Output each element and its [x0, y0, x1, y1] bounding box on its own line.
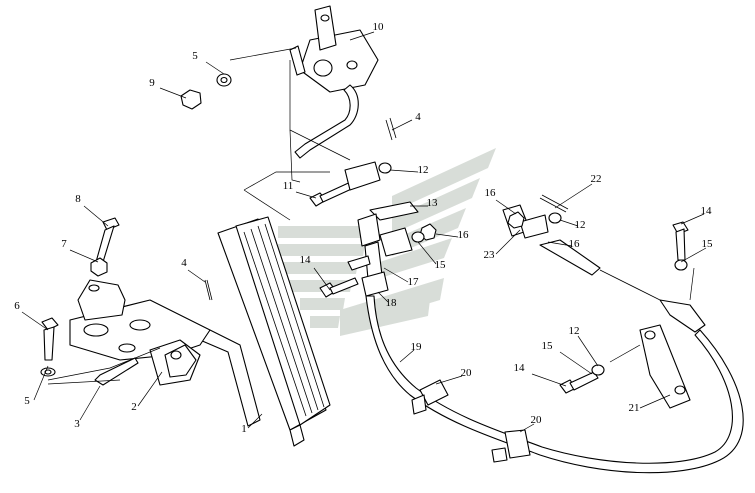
- callout-c18: 18: [386, 297, 398, 309]
- washer-5-top: [216, 73, 232, 87]
- callout-c2: 2: [131, 401, 137, 413]
- cotter-pin-22: [539, 194, 569, 213]
- callout-c4b: 4: [415, 111, 421, 123]
- leader-lines: [21, 31, 707, 433]
- callout-c14a: 14: [300, 254, 312, 266]
- callout-c16a: 16: [458, 229, 470, 241]
- washer-15-mid: [411, 231, 425, 243]
- callout-c14b: 14: [701, 205, 713, 217]
- callout-c1: 1: [241, 423, 247, 435]
- callout-c19: 19: [411, 341, 423, 353]
- cable-end-bracket-21: [639, 324, 691, 409]
- callout-c7: 7: [61, 238, 67, 250]
- pedal-sensor-10: [289, 5, 379, 93]
- pedal-rod: [294, 84, 359, 159]
- accelerator-cable-19: [365, 295, 744, 474]
- bolt-14-right: [672, 221, 689, 261]
- callout-c4a: 4: [181, 257, 187, 269]
- bolt-14-lower: [559, 371, 599, 394]
- callout-c23: 23: [484, 249, 496, 261]
- callout-c20a: 20: [461, 367, 473, 379]
- callout-labels: 1234455678910111212121314141415151516161…: [14, 21, 713, 435]
- callout-c12c: 12: [569, 325, 580, 337]
- nut-16-right: [507, 211, 525, 229]
- callout-c13: 13: [427, 197, 439, 209]
- nut-7: [90, 257, 108, 277]
- callout-c20b: 20: [531, 414, 543, 426]
- washer-12-lower: [591, 364, 605, 376]
- callout-c5b: 5: [24, 395, 30, 407]
- washer-12-right: [548, 212, 562, 224]
- cable-adjuster: [539, 239, 706, 333]
- cable-clamp-20-a: [411, 379, 449, 415]
- callout-c16b: 16: [485, 187, 497, 199]
- washer-15-right: [674, 259, 688, 271]
- callout-c21: 21: [629, 402, 640, 414]
- callout-c3: 3: [74, 418, 80, 430]
- callout-c16c: 16: [569, 238, 581, 250]
- cotter-pin-4-top: [385, 117, 397, 141]
- cable-housing-17: [357, 213, 413, 280]
- callout-c6: 6: [14, 300, 20, 312]
- callout-c8: 8: [75, 193, 81, 205]
- callout-c12b: 12: [575, 219, 586, 231]
- callout-c17: 17: [408, 276, 420, 288]
- pedal-pad: [217, 216, 331, 447]
- callout-c12a: 12: [418, 164, 429, 176]
- callout-c11: 11: [283, 180, 294, 192]
- callout-c9: 9: [149, 77, 155, 89]
- pedal-arm: [199, 329, 261, 427]
- pedal-bracket: [69, 279, 211, 386]
- clevis-12: [344, 161, 392, 191]
- callout-c15c: 15: [542, 340, 554, 352]
- nut-9: [180, 89, 202, 110]
- bolt-8: [95, 217, 120, 263]
- cable-clamp-20-b: [491, 429, 531, 463]
- callout-c22: 22: [591, 173, 602, 185]
- callout-c15b: 15: [702, 238, 714, 250]
- callout-c10: 10: [373, 21, 385, 33]
- bolt-14-mid: [319, 277, 359, 298]
- callout-c5a: 5: [192, 50, 198, 62]
- callout-c15a: 15: [435, 259, 447, 271]
- bolt-6: [41, 317, 59, 361]
- cotter-pin-4-left: [204, 279, 213, 301]
- callout-c14c: 14: [514, 362, 526, 374]
- washer-5-left: [40, 367, 56, 377]
- cable-clip-18: [347, 255, 389, 297]
